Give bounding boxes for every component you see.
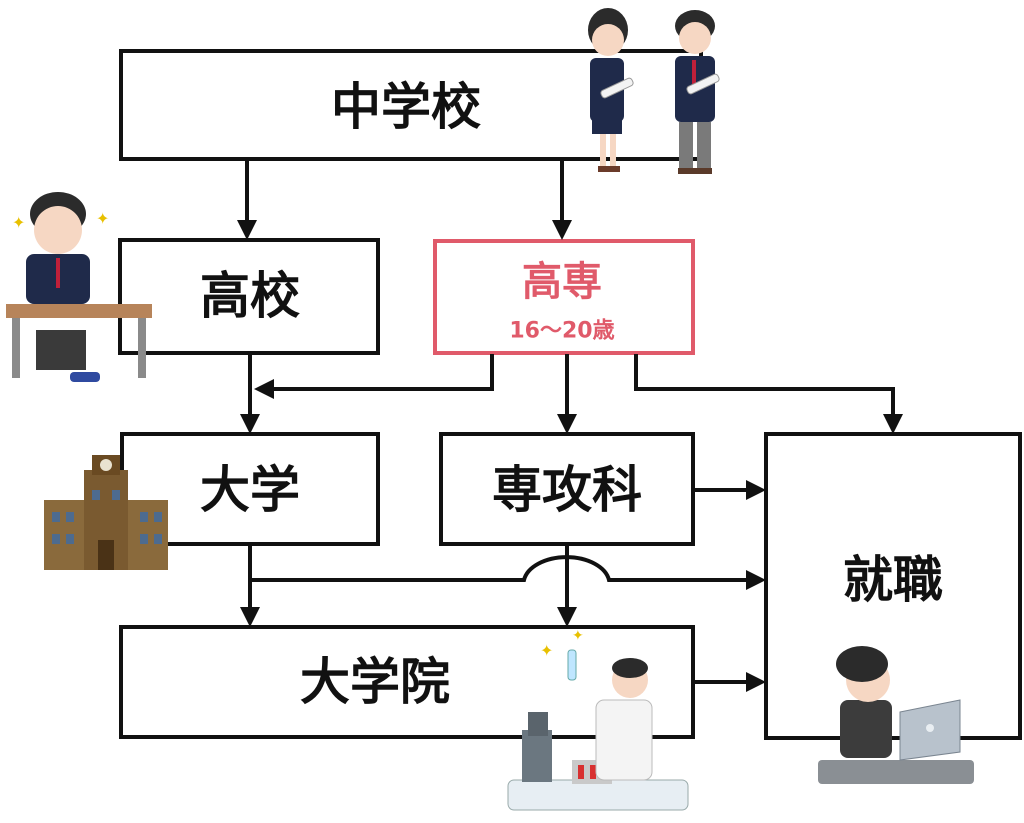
node-employment: 就職 xyxy=(764,432,1022,740)
node-label: 大学院 xyxy=(300,653,450,711)
svg-text:✦: ✦ xyxy=(540,641,553,660)
student-at-desk-icon: ✦ ✦ xyxy=(6,192,152,382)
svg-text:✦: ✦ xyxy=(572,628,584,644)
node-sublabel: 16～20歳 xyxy=(509,319,614,344)
edge-university-to-employment xyxy=(250,555,766,590)
node-label: 高専 xyxy=(522,259,602,305)
node-label: 高校 xyxy=(200,267,300,325)
node-label: 中学校 xyxy=(331,78,481,136)
university-building-icon xyxy=(44,455,168,570)
edge-kosen-to-university xyxy=(254,354,494,399)
node-advanced-course: 専攻科 xyxy=(439,432,695,546)
office-worker-laptop-icon xyxy=(818,646,974,784)
scientist-microscope-icon: ✦ ✦ xyxy=(507,628,689,811)
svg-text:✦: ✦ xyxy=(96,209,109,228)
edge-kosen-to-employment xyxy=(634,354,903,434)
students-graduation-icon xyxy=(588,8,720,174)
node-high-school: 高校 xyxy=(118,238,380,355)
node-label: 専攻科 xyxy=(492,461,642,519)
node-label: 大学 xyxy=(200,461,300,519)
node-kosen: 高専 16～20歳 xyxy=(433,239,695,355)
svg-text:✦: ✦ xyxy=(12,213,25,232)
node-label: 就職 xyxy=(843,551,943,609)
